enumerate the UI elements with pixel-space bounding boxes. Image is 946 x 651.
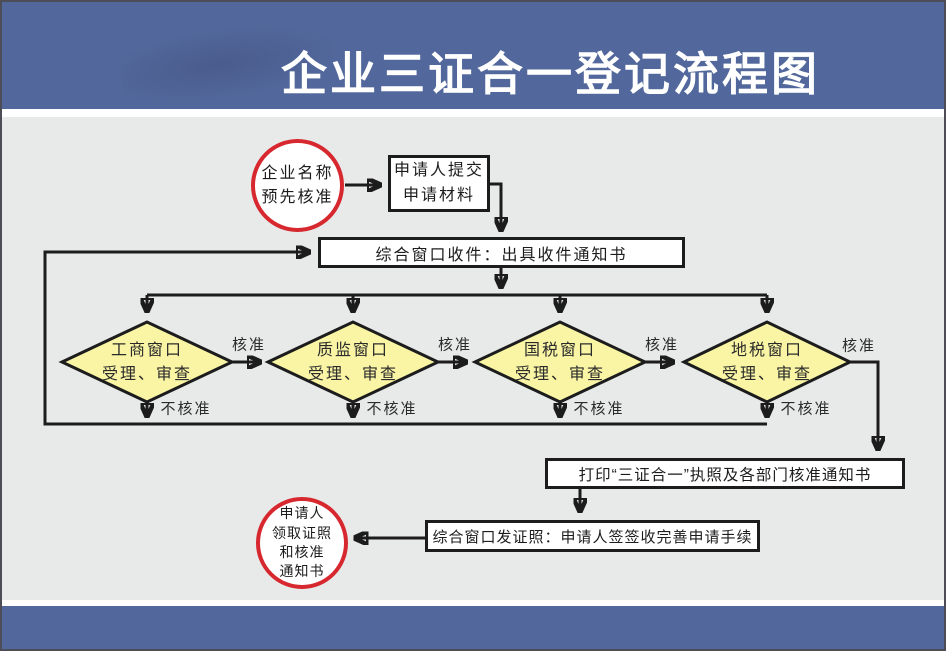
end-circle-line4: 通知书 [279,563,325,580]
start-circle-name-preapproval: 企业名称 预先核准 [251,139,344,232]
diamond-gongshang [58,320,236,404]
print-license-box: 打印“三证合一”执照及各部门核准通知书 [545,458,905,489]
receive-label: 综合窗口收件：出具收件通知书 [375,246,628,264]
diamond-guoshui [471,320,649,404]
diamond-gongshang-label: 工商窗口 受理、审查 [101,342,192,383]
submit-line1: 申请人提交 [393,161,484,179]
start-circle-line1: 企业名称 [261,164,334,182]
bottom-banner [2,606,944,649]
page-title: 企业三证合一登记流程图 [281,48,820,100]
issue-certificate-box: 综合窗口发证照：申请人签签收完善申请手续 [425,520,760,552]
diamond-dishui-label: 地税窗口 受理、审查 [721,342,812,383]
reject-label-4: 不核准 [780,400,832,418]
submit-line2: 申请材料 [402,186,475,204]
top-banner [2,2,944,109]
receive-window-box: 综合窗口收件：出具收件通知书 [318,237,685,268]
edge-submit-to-receive [490,182,501,231]
diamond-zhijian-label: 质监窗口 受理、审查 [307,342,398,383]
reject-label-3: 不核准 [573,400,625,418]
approve-label-2: 核准 [437,336,473,354]
reject-label-2: 不核准 [366,400,418,418]
approve-label-3: 核准 [644,336,680,354]
end-circle-line2: 领取证照 [272,524,332,541]
print-label: 打印“三证合一”执照及各部门核准通知书 [578,466,872,484]
issue-label: 综合窗口发证照：申请人签签收完善申请手续 [432,528,753,546]
edge-approve-4-to-print [850,360,878,450]
end-circle-line1: 申请人 [279,505,325,522]
diamond-zhijian [264,320,442,404]
end-circle-collect-certificate: 申请人 领取证照 和核准 通知书 [256,497,348,589]
diamond-guoshui-label: 国税窗口 受理、审查 [514,342,605,383]
start-circle-line2: 预先核准 [261,188,334,206]
edge-feedback-loop [43,252,767,426]
end-circle-line3: 和核准 [279,544,325,560]
submit-materials-box: 申请人提交 申请材料 [388,155,490,212]
approve-label-4: 核准 [841,337,877,355]
reject-label-1: 不核准 [160,400,212,418]
approve-label-1: 核准 [231,336,267,354]
diamond-dishui [680,320,854,404]
